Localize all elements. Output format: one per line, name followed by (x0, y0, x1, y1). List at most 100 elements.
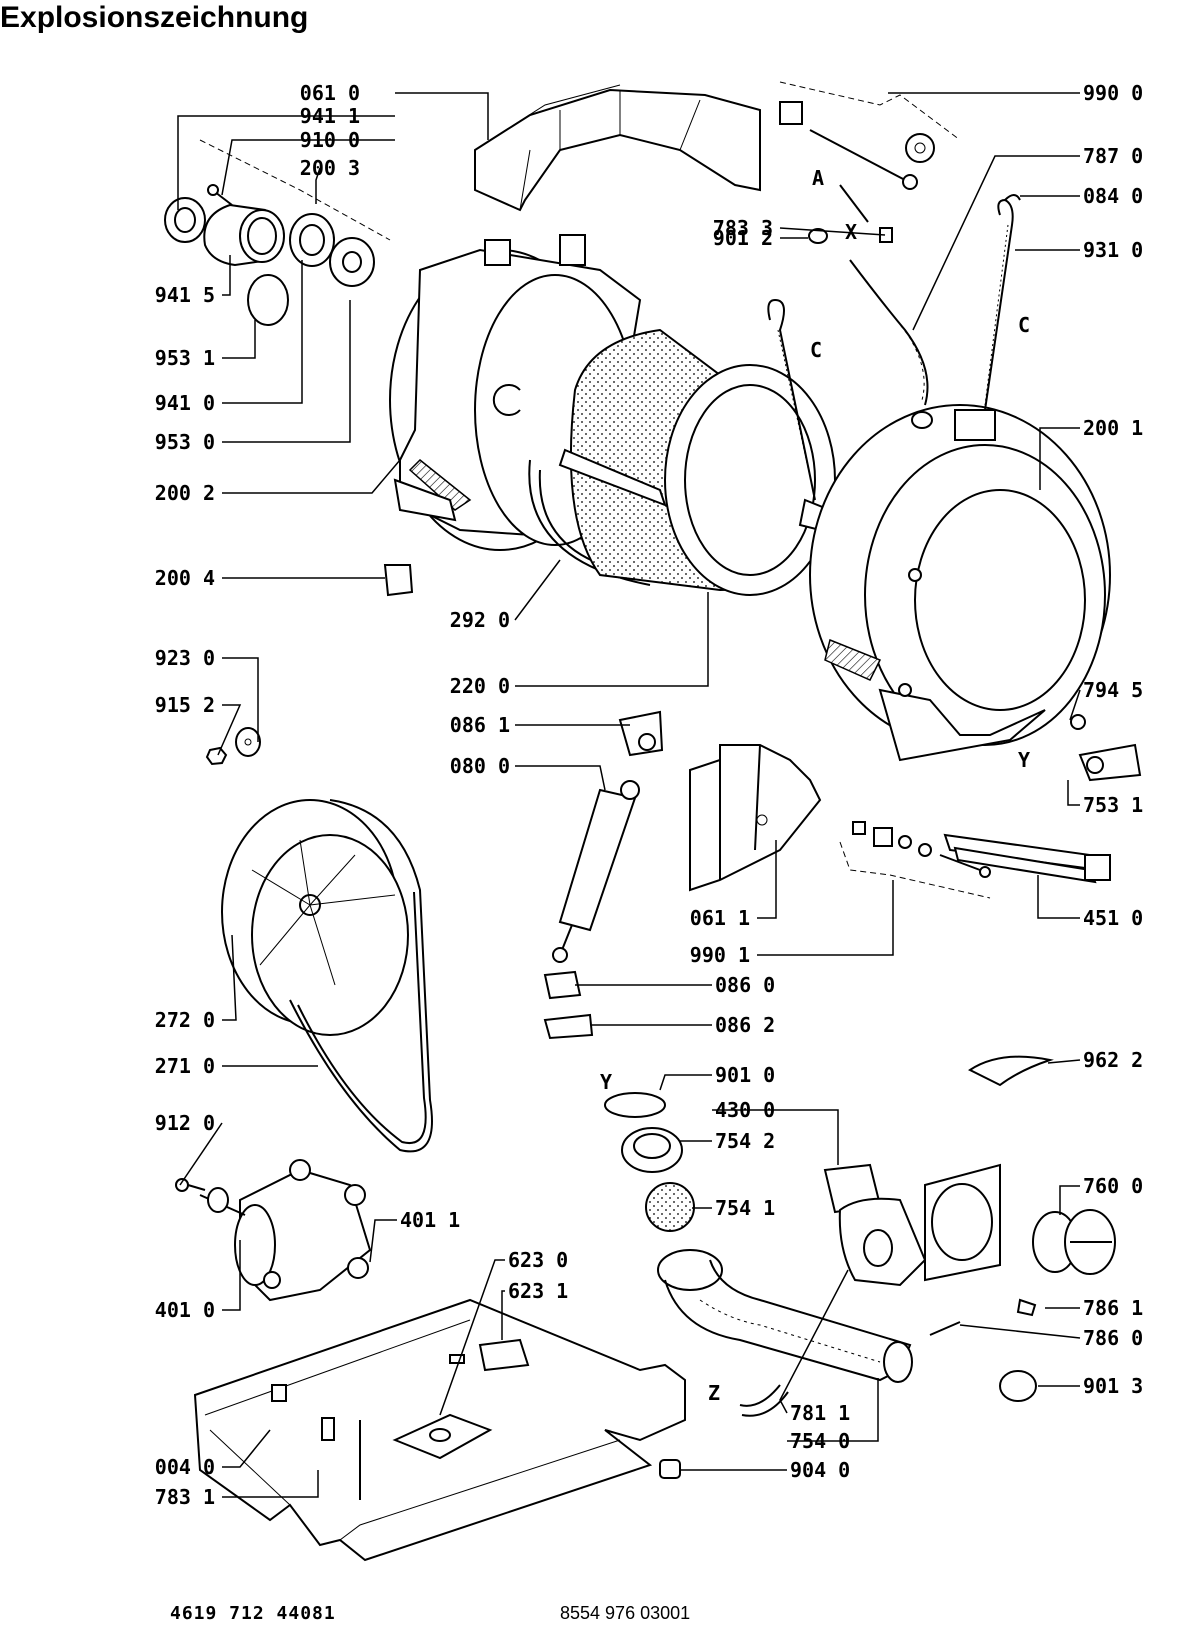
clip-084-0-icon (1004, 194, 1021, 201)
leader-line (1039, 427, 1080, 490)
part-number-label: 272 0 (155, 1008, 215, 1032)
leader-line (1069, 689, 1081, 721)
part-number-label: 794 5 (1083, 678, 1143, 702)
part-number-label: 004 0 (155, 1455, 215, 1479)
part-number-label: 623 1 (508, 1279, 568, 1303)
leader-line (315, 167, 321, 204)
leader-line (177, 115, 395, 210)
reference-letter: X (845, 220, 857, 244)
clamp-901-0-icon (604, 1092, 666, 1118)
part-number-label: 086 1 (450, 713, 510, 737)
leader-line (369, 1219, 397, 1263)
reference-letter: Z (708, 1381, 720, 1405)
part-number-label: 086 0 (715, 973, 775, 997)
counterweight-top-icon (474, 84, 761, 212)
part-number-label: 783 3 (713, 216, 773, 240)
leader-line (912, 155, 1080, 331)
hose-781-1-icon (739, 1384, 789, 1417)
part-number-label: 086 2 (715, 1013, 775, 1037)
reference-letter: Y (1018, 748, 1030, 772)
page-title: Explosionszeichnung (0, 1, 309, 34)
leader-line (221, 139, 395, 196)
part-number-label: 200 2 (155, 481, 215, 505)
leader-line (659, 1074, 712, 1091)
part-number-label: 401 0 (155, 1298, 215, 1322)
part-number-label: 200 3 (300, 156, 360, 180)
part-number-label: 200 1 (1083, 416, 1143, 440)
part-number-label: 781 1 (790, 1401, 850, 1425)
footer-part-code-right: 8554 976 03001 (560, 1603, 691, 1623)
pin-a-icon (839, 184, 869, 223)
reference-letter: Y (600, 1070, 612, 1094)
part-number-label: 430 0 (715, 1098, 775, 1122)
clip-200-4-icon (383, 564, 414, 597)
leader-line (439, 1259, 505, 1416)
washer-923-0-icon (235, 727, 261, 757)
bearing-941-1-icon (164, 197, 206, 243)
leader-line (779, 1269, 849, 1414)
screw-786-1-icon (1016, 1298, 1037, 1317)
clamp-901-3-icon (999, 1370, 1037, 1402)
part-number-label: 990 1 (690, 943, 750, 967)
seal-ring-953-1-icon (247, 274, 289, 326)
leader-line (222, 1429, 271, 1468)
leader-line (222, 1470, 319, 1498)
part-number-label: 401 1 (400, 1208, 460, 1232)
nut-915-2-icon (205, 746, 228, 766)
screw-910-0-icon (207, 184, 233, 206)
front-tub-half-icon (809, 404, 1111, 762)
cap-794-5-icon (1070, 714, 1086, 730)
leader-line (1067, 780, 1080, 806)
part-number-label: 084 0 (1083, 184, 1143, 208)
part-number-label: 962 2 (1083, 1048, 1143, 1072)
leader-line (1047, 1059, 1081, 1064)
bearing-941-0-icon (289, 213, 335, 267)
leader-line (514, 559, 561, 621)
part-number-label: 912 0 (155, 1111, 215, 1135)
part-number-label: 787 0 (1083, 144, 1143, 168)
leader-line (179, 1122, 223, 1186)
leader-line (222, 657, 259, 742)
hose-787-0-icon (849, 259, 933, 429)
clamp-901-2-icon (808, 228, 828, 244)
leader-line (222, 1240, 241, 1311)
pin-786-0-icon (929, 1321, 961, 1336)
leader-line (787, 1378, 879, 1442)
leader-line (757, 880, 894, 956)
reference-letter: C (810, 338, 822, 362)
part-number-label: 990 0 (1083, 81, 1143, 105)
belt-271-0-icon (289, 799, 433, 1153)
shock-absorber-080-0-icon (552, 780, 640, 963)
clip-086-2-icon (543, 1013, 594, 1040)
part-number-label: 292 0 (450, 608, 510, 632)
motor-401-0-icon (199, 1159, 372, 1302)
part-number-label: 941 0 (155, 391, 215, 415)
part-number-label: 754 0 (790, 1429, 850, 1453)
clip-086-1-icon (618, 710, 664, 757)
ball-754-1-icon (645, 1182, 695, 1232)
leader-line (222, 300, 351, 443)
part-number-label: 786 0 (1083, 1326, 1143, 1350)
part-number-label: 753 1 (1083, 793, 1143, 817)
part-number-label: 941 1 (300, 104, 360, 128)
filter-760-0-icon (1032, 1209, 1116, 1275)
part-number-label: 915 2 (155, 693, 215, 717)
leader-line (1037, 875, 1080, 919)
clip-086-0-icon (543, 970, 582, 1000)
part-number-label: 080 0 (450, 754, 510, 778)
hardware-kit-990-1-icon (839, 821, 991, 899)
part-number-label: 754 1 (715, 1196, 775, 1220)
sheet-962-2-icon (968, 1055, 1054, 1087)
bearing-housing-941-5-icon (203, 203, 285, 267)
sensor-753-1-icon (1078, 743, 1142, 782)
part-number-label: 901 2 (713, 226, 773, 250)
part-number-label: 786 1 (1083, 1296, 1143, 1320)
leader-line (222, 260, 303, 404)
part-number-label: 783 1 (155, 1485, 215, 1509)
leader-line (501, 1290, 505, 1340)
leader-line (222, 934, 237, 1021)
part-number-label: 754 2 (715, 1129, 775, 1153)
leader-line (222, 320, 256, 359)
